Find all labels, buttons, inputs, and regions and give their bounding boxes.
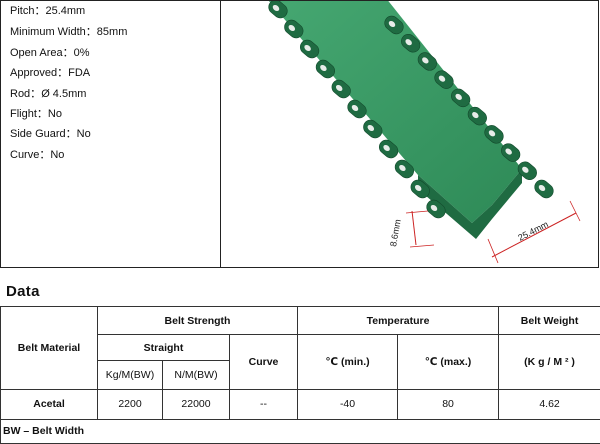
knuckle-right <box>451 88 471 108</box>
cell-material: Acetal <box>0 388 98 420</box>
spec-side-guard: Side Guard：No <box>10 128 91 140</box>
header-belt-strength: Belt Strength <box>96 305 299 336</box>
belt-data-table: Belt Material Belt Strength Temperature … <box>0 305 600 444</box>
spec-minimum-width: Minimum Width：85mm <box>10 26 128 38</box>
dimension-height: 8.6mm <box>388 210 435 248</box>
header-temperature: Temperature <box>297 305 500 336</box>
spec-open-area: Open Area：0% <box>10 47 90 59</box>
knuckle-right <box>517 161 537 181</box>
header-temp-min: ℃ (min.) <box>297 334 399 390</box>
header-weight-unit: (K g / M ² ) <box>498 334 600 390</box>
header-curve: Curve <box>228 334 299 390</box>
dimension-height-label: 8.6mm <box>388 219 403 248</box>
knuckle-left <box>394 159 414 179</box>
knuckle-left <box>284 19 304 39</box>
knuckle-right <box>534 179 554 199</box>
spec-rod: Rod：Ø 4.5mm <box>10 88 87 100</box>
knuckle-left <box>268 1 288 19</box>
spec-flight: Flight：No <box>10 108 62 120</box>
header-temp-max: ℃ (max.) <box>397 334 500 390</box>
belt-knuckles-right <box>384 15 554 199</box>
spec-panel: Pitch：25.4mm Minimum Width：85mm Open Are… <box>0 0 599 268</box>
knuckle-left <box>331 79 351 99</box>
knuckle-right <box>467 106 487 126</box>
spec-curve: Curve：No <box>10 149 65 161</box>
knuckle-right <box>417 52 437 71</box>
knuckle-right <box>434 70 454 89</box>
knuckle-right <box>501 143 521 162</box>
belt-module-illustration: 8.6mm 25.4mm <box>268 1 581 264</box>
dimension-pitch: 25.4mm <box>487 200 581 264</box>
knuckle-left <box>426 199 446 219</box>
header-belt-material: Belt Material <box>0 306 98 390</box>
table-footnote: BW – Belt Width <box>0 418 600 444</box>
knuckle-right <box>384 15 404 35</box>
cell-weight: 4.62 <box>498 388 600 420</box>
cell-temp-min: -40 <box>297 388 399 420</box>
knuckle-right <box>401 33 421 53</box>
cell-temp-max: 80 <box>397 388 500 420</box>
belt-knuckles-left <box>268 1 446 219</box>
belt-top-surface <box>268 1 522 223</box>
spec-list: Pitch：25.4mm Minimum Width：85mm Open Are… <box>1 1 221 267</box>
knuckle-left <box>379 139 399 159</box>
header-belt-weight: Belt Weight <box>498 305 600 336</box>
cell-n-bw: 22000 <box>162 388 230 420</box>
spec-pitch: Pitch：25.4mm <box>10 5 86 17</box>
belt-module-figure: 8.6mm 25.4mm <box>222 1 598 267</box>
section-title-data: Data <box>6 283 40 300</box>
knuckle-left <box>363 119 383 139</box>
header-straight: Straight <box>97 334 230 362</box>
knuckle-right <box>484 125 504 144</box>
cell-kg-bw: 2200 <box>97 388 163 420</box>
header-kg-bw: Kg/M(BW) <box>97 360 163 390</box>
knuckle-left <box>315 59 335 79</box>
knuckle-left <box>347 99 367 119</box>
header-n-bw: N/M(BW) <box>162 360 230 390</box>
cell-curve: -- <box>228 388 299 420</box>
table-row: Acetal 2200 22000 -- -40 80 4.62 <box>0 388 600 420</box>
spec-approved: Approved：FDA <box>10 67 91 79</box>
knuckle-left <box>300 39 320 59</box>
knuckle-left <box>410 179 430 199</box>
dimension-pitch-label: 25.4mm <box>516 219 550 243</box>
